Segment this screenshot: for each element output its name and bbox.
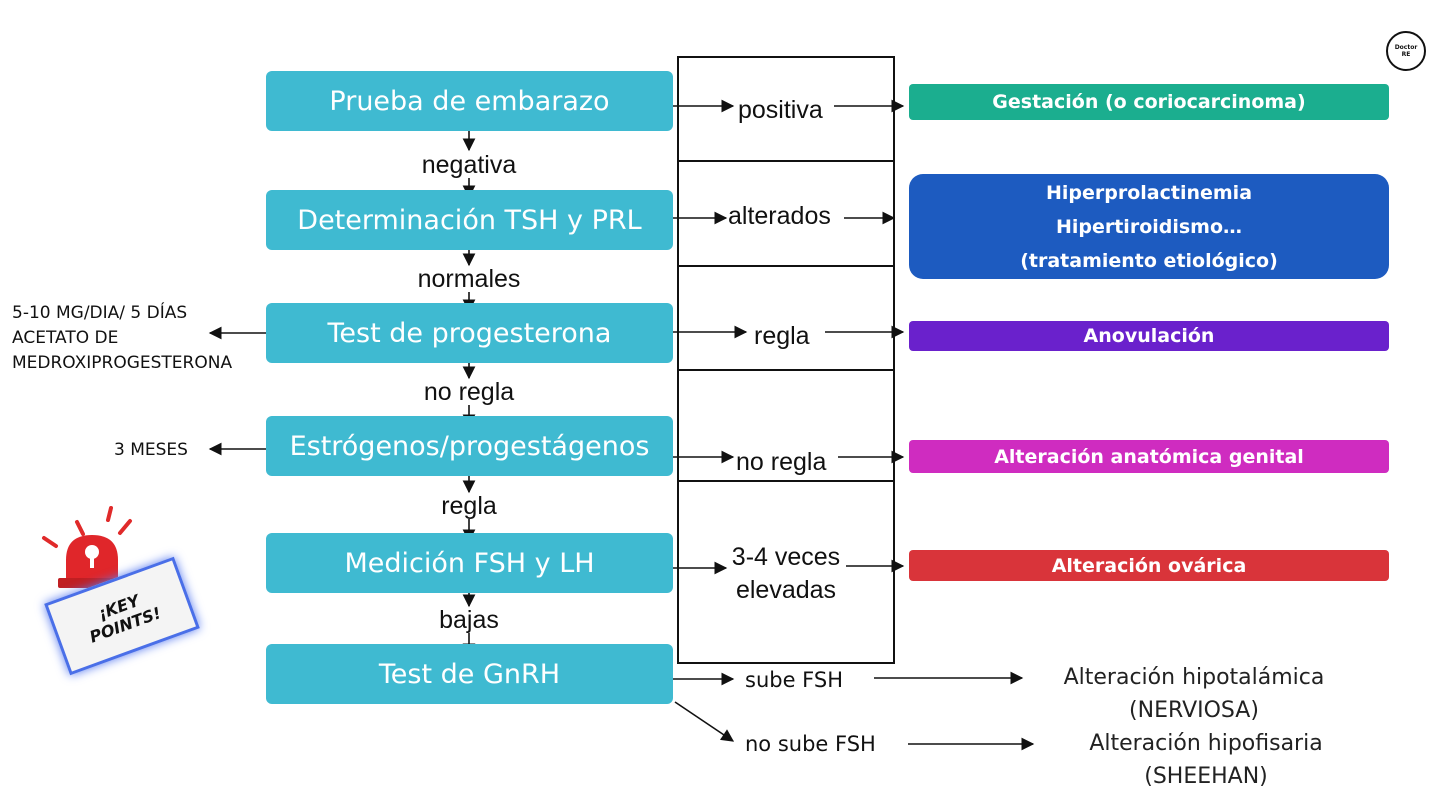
- down-label: no regla: [423, 378, 515, 406]
- criteria-label: 3-4 veces elevadas: [731, 543, 841, 604]
- outcome-hypothalamic: Alteración hipotalámica (NERVIOSA): [1044, 661, 1344, 727]
- step-estrogen-progestogen: Estrógenos/progestágenos: [266, 416, 673, 476]
- outcome-line: (NERVIOSA): [1129, 698, 1259, 723]
- logo-line: RE: [1401, 51, 1411, 58]
- result-hormonal: Hiperprolactinemia Hipertiroidismo… (tra…: [909, 174, 1389, 279]
- logo-line: Doctor: [1394, 44, 1418, 51]
- result-ovarian: Alteración ovárica: [909, 550, 1389, 581]
- gnrh-rise-label: sube FSH: [745, 668, 844, 692]
- result-line: Hiperprolactinemia: [1045, 181, 1253, 204]
- criteria-column-box: [677, 56, 895, 664]
- side-note-progesterone: 5-10 MG/DIA/ 5 DÍAS ACETATO DE MEDROXIPR…: [12, 301, 232, 376]
- gnrh-no-rise-label: no sube FSH: [745, 732, 876, 756]
- step-gnrh-test: Test de GnRH: [266, 644, 673, 704]
- step-tsh-prl: Determinación TSH y PRL: [266, 190, 673, 250]
- result-anovulation: Anovulación: [909, 321, 1389, 351]
- outcome-line: Alteración hipotalámica: [1063, 665, 1325, 690]
- criteria-label: alterados: [728, 202, 831, 230]
- step-progesterone-test: Test de progesterona: [266, 303, 673, 363]
- down-label: regla: [441, 492, 497, 520]
- outcome-line: (SHEEHAN): [1144, 764, 1268, 789]
- criteria-label: regla: [754, 322, 810, 350]
- diagonal-arrow: [674, 701, 735, 742]
- step-pregnancy-test: Prueba de embarazo: [266, 71, 673, 131]
- down-label: negativa: [421, 151, 517, 179]
- result-anatomical: Alteración anatómica genital: [909, 440, 1389, 473]
- criteria-label: positiva: [738, 96, 823, 124]
- result-gestation: Gestación (o coriocarcinoma): [909, 84, 1389, 120]
- down-label: bajas: [439, 606, 499, 634]
- side-note-estrogens: 3 MESES: [114, 440, 188, 460]
- outcome-line: Alteración hipofisaria: [1089, 731, 1323, 756]
- outcome-pituitary: Alteración hipofisaria (SHEEHAN): [1056, 727, 1356, 793]
- brand-logo: Doctor RE: [1386, 31, 1426, 71]
- side-note-line: MEDROXIPROGESTERONA: [12, 353, 233, 373]
- step-fsh-lh: Medición FSH y LH: [266, 533, 673, 593]
- result-line: (tratamiento etiológico): [1020, 249, 1278, 272]
- down-label: normales: [417, 265, 521, 293]
- criteria-label: no regla: [736, 448, 827, 476]
- result-line: Hipertiroidismo…: [1055, 215, 1243, 238]
- side-note-line: 5-10 MG/DIA/ 5 DÍAS: [12, 303, 188, 323]
- side-note-line: ACETATO DE: [12, 328, 119, 348]
